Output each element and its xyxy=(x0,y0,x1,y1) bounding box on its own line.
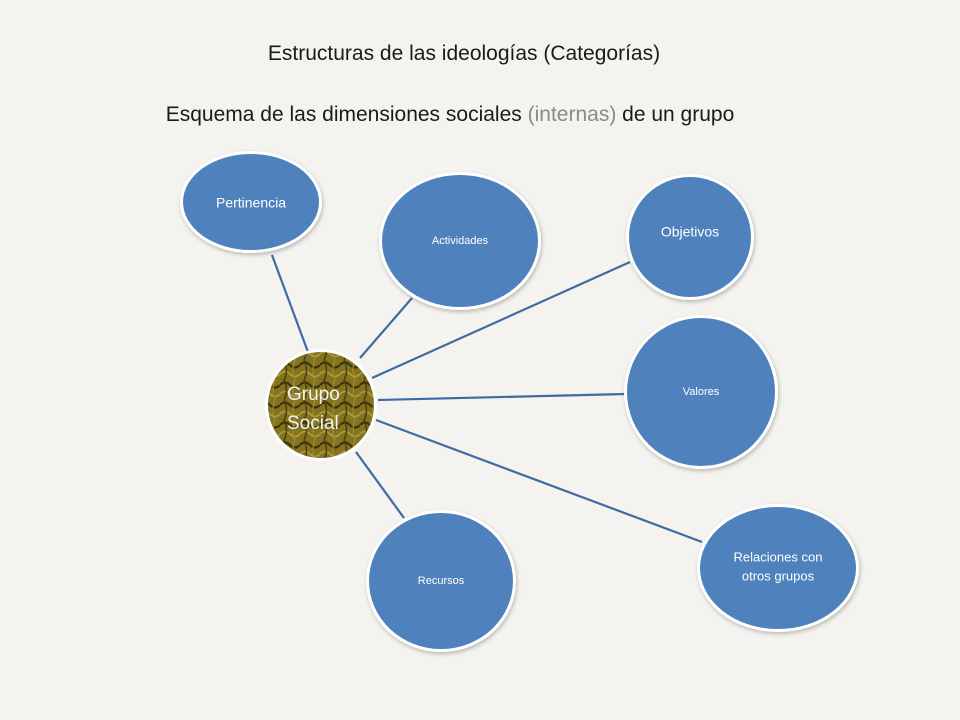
connector-objetivos xyxy=(371,260,631,380)
connector-recursos xyxy=(355,451,405,519)
node-valores: Valores xyxy=(624,315,778,469)
connectors xyxy=(270,254,703,544)
node-label-objetivos: Objetivos xyxy=(661,224,719,240)
page-title: Estructuras de las ideologías (Categoría… xyxy=(267,42,661,65)
node-relaciones: Relaciones con otros grupos xyxy=(697,504,859,632)
node-recursos: Recursos xyxy=(366,510,516,652)
connector-pertinencia xyxy=(270,254,310,353)
connector-actividades xyxy=(359,297,413,359)
node-label-pertinencia: Pertinencia xyxy=(216,195,286,211)
center-label-line1: Grupo xyxy=(287,384,340,405)
node-label-relaciones-line2: otros grupos xyxy=(742,568,815,583)
node-actividades: Actividades xyxy=(379,172,541,310)
page-subtitle: Esquema de las dimensiones sociales (int… xyxy=(0,103,930,127)
subtitle-text: Esquema de las dimensiones sociales xyxy=(165,103,528,126)
connector-valores xyxy=(377,392,627,402)
node-label-relaciones-line1: Relaciones con xyxy=(734,549,823,564)
node-label-valores: Valores xyxy=(683,386,720,398)
connector-relaciones xyxy=(375,418,703,544)
node-objetivos: Objetivos xyxy=(626,174,754,300)
subtitle-end-text: de un grupo xyxy=(616,103,735,126)
node-pertinencia: Pertinencia xyxy=(180,151,322,253)
node-label-actividades: Actividades xyxy=(432,235,489,247)
center-label-line2: Social xyxy=(287,413,339,434)
node-label-recursos: Recursos xyxy=(418,575,465,587)
subtitle-muted-text: (internas) xyxy=(527,103,617,126)
center-node: Grupo Social xyxy=(265,349,377,461)
